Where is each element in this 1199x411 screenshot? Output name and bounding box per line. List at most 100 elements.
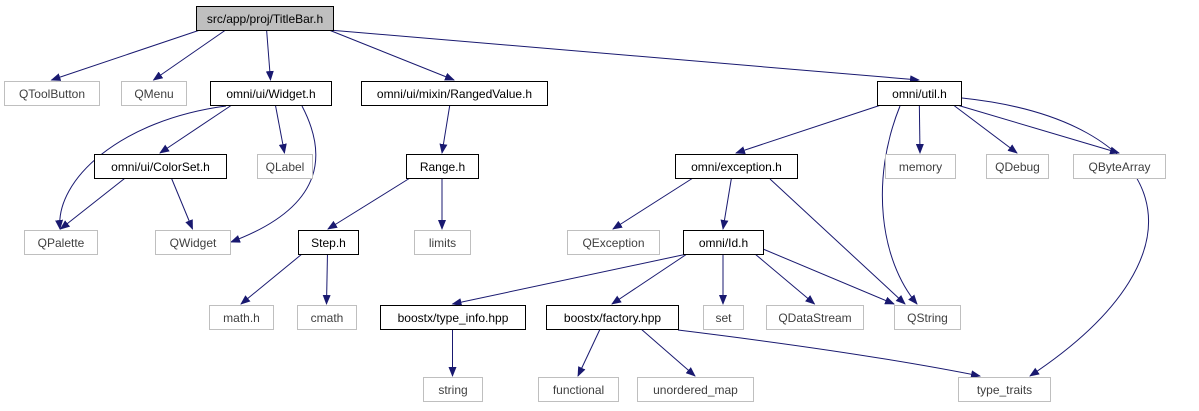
node-label: QByteArray	[1088, 160, 1150, 174]
node-qmenu: QMenu	[121, 81, 187, 106]
node-label: src/app/proj/TitleBar.h	[207, 12, 323, 26]
node-box	[94, 154, 227, 179]
edge-titlebar-to-qmenu	[152, 29, 226, 81]
node-label: QException	[582, 236, 644, 250]
node-step[interactable]: Step.h	[298, 230, 359, 255]
node-label: omni/ui/mixin/RangedValue.h	[377, 87, 532, 101]
node-label: boostx/factory.hpp	[564, 311, 661, 325]
node-box	[4, 81, 100, 106]
node-unordered_map: unordered_map	[637, 377, 754, 402]
node-box	[257, 154, 313, 179]
edge-id-to-typeinfo	[451, 253, 688, 307]
node-qlabel: QLabel	[257, 154, 313, 179]
node-box	[1073, 154, 1166, 179]
edge-exception-to-qexception	[612, 177, 694, 230]
node-box	[361, 81, 548, 106]
edge-exception-to-qstring	[769, 178, 906, 305]
node-factory[interactable]: boostx/factory.hpp	[546, 305, 679, 330]
node-limits: limits	[414, 230, 471, 255]
node-box	[683, 230, 764, 255]
node-label: cmath	[311, 311, 344, 325]
node-widget[interactable]: omni/ui/Widget.h	[210, 81, 332, 106]
edge-titlebar-to-widget	[265, 29, 274, 81]
node-box	[675, 154, 798, 179]
node-label: omni/util.h	[892, 87, 947, 101]
node-label: QDebug	[995, 160, 1040, 174]
node-box	[894, 305, 961, 330]
node-label: functional	[553, 383, 604, 397]
node-label: Step.h	[311, 236, 346, 250]
edge-util-to-memory	[915, 104, 924, 154]
node-functional: functional	[538, 377, 619, 402]
node-exception[interactable]: omni/exception.h	[675, 154, 798, 179]
node-label: omni/exception.h	[691, 160, 782, 174]
node-label: unordered_map	[653, 383, 738, 397]
node-box	[24, 230, 98, 255]
node-box	[210, 81, 332, 106]
node-qpalette: QPalette	[24, 230, 98, 255]
node-box	[546, 305, 679, 330]
edge-colorset-to-qwidget	[170, 177, 193, 230]
node-box	[885, 154, 956, 179]
edge-util-to-qdebug	[952, 104, 1018, 154]
node-label: QMenu	[134, 87, 173, 101]
node-qstring: QString	[894, 305, 961, 330]
node-label: omni/ui/ColorSet.h	[111, 160, 210, 174]
node-label: string	[438, 383, 467, 397]
edge-widget-to-colorset	[159, 104, 233, 154]
node-label: limits	[429, 236, 456, 250]
node-label: omni/Id.h	[699, 236, 748, 250]
edge-factory-to-functional	[577, 328, 601, 377]
node-colorset[interactable]: omni/ui/ColorSet.h	[94, 154, 227, 179]
edge-id-to-qstring	[762, 248, 895, 305]
edge-titlebar-to-qtoolbutton	[50, 29, 201, 81]
node-label: Range.h	[420, 160, 465, 174]
node-label: math.h	[223, 311, 260, 325]
node-rangedvalue[interactable]: omni/ui/mixin/RangedValue.h	[361, 81, 548, 106]
node-label: QPalette	[38, 236, 85, 250]
edge-exception-to-id	[720, 177, 732, 230]
node-qexception: QException	[567, 230, 660, 255]
node-label: QWidget	[170, 236, 217, 250]
edge-titlebar-to-util	[328, 29, 920, 84]
node-range[interactable]: Range.h	[406, 154, 479, 179]
node-box	[380, 305, 526, 330]
edge-colorset-to-qpalette	[59, 177, 126, 230]
node-box	[155, 230, 231, 255]
node-label: QString	[907, 311, 948, 325]
node-set: set	[703, 305, 744, 330]
edge-util-to-type_traits	[961, 97, 1149, 377]
node-id[interactable]: omni/Id.h	[683, 230, 764, 255]
node-box	[297, 305, 357, 330]
node-type_traits: type_traits	[958, 377, 1051, 402]
node-label: type_traits	[977, 383, 1032, 397]
node-typeinfo[interactable]: boostx/type_info.hpp	[380, 305, 526, 330]
edge-factory-to-type_traits	[677, 329, 981, 379]
node-label: set	[715, 311, 732, 325]
node-label: QDataStream	[778, 311, 851, 325]
edge-id-to-qdatastream	[754, 253, 816, 305]
edges-layer	[50, 29, 1149, 379]
node-box	[423, 377, 483, 402]
node-box	[298, 230, 359, 255]
node-box	[406, 154, 479, 179]
edge-range-to-step	[327, 177, 411, 230]
node-box	[766, 305, 864, 330]
edge-widget-to-qlabel	[274, 104, 287, 154]
edge-util-to-qstring	[881, 105, 918, 305]
edge-id-to-factory	[611, 253, 688, 305]
node-box	[703, 305, 744, 330]
node-titlebar[interactable]: src/app/proj/TitleBar.h	[196, 6, 334, 31]
node-label: memory	[899, 160, 942, 174]
node-box	[637, 377, 754, 402]
node-qdebug: QDebug	[986, 154, 1049, 179]
node-label: omni/ui/Widget.h	[226, 87, 315, 101]
node-util[interactable]: omni/util.h	[877, 81, 962, 106]
edge-titlebar-to-rangedvalue	[328, 29, 455, 81]
node-box	[538, 377, 619, 402]
node-box	[986, 154, 1049, 179]
edge-factory-to-unordered_map	[640, 328, 696, 377]
node-qtoolbutton: QToolButton	[4, 81, 100, 106]
node-mathh: math.h	[209, 305, 274, 330]
edge-util-to-qbytearray	[956, 104, 1120, 155]
